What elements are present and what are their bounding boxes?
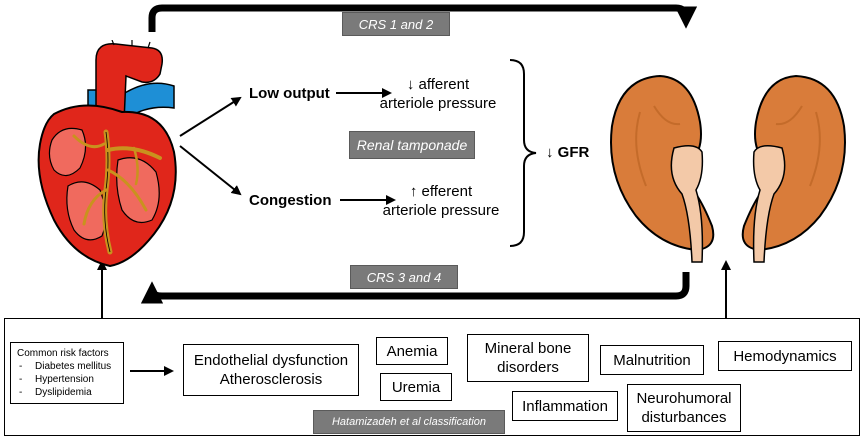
afferent-pressure-line1: ↓ afferent	[406, 76, 470, 93]
efferent-pressure-line1: ↑ efferent	[409, 183, 473, 200]
hemodynamics-box: Hemodynamics	[718, 341, 852, 371]
mineral-bone-box: Mineral bone disorders	[467, 334, 589, 382]
risk-factor-item: Diabetes mellitus	[17, 360, 117, 373]
efferent-pressure-label: ↑ efferent arteriole pressure	[380, 182, 502, 220]
malnutrition-box: Malnutrition	[600, 345, 704, 375]
neurohumoral-box: Neurohumoral disturbances	[627, 384, 741, 432]
risk-factors-list: Diabetes mellitus Hypertension Dyslipide…	[17, 360, 117, 399]
inflammation-box: Inflammation	[512, 391, 618, 421]
endothelial-line2: Atherosclerosis	[219, 371, 323, 388]
low-output-label: Low output	[249, 85, 330, 102]
left-ventricle-shape	[116, 157, 160, 223]
risk-factors-title: Common risk factors	[17, 348, 109, 359]
renal-tamponade-tag: Renal tamponade	[349, 131, 475, 159]
gfr-label: ↓ GFR	[546, 144, 590, 161]
top-loop-arrow	[148, 4, 698, 32]
neurohumoral-line2: disturbances	[641, 409, 727, 426]
bottom-loop-arrow	[140, 272, 690, 304]
uremia-box: Uremia	[380, 373, 452, 401]
mineral-line2: disorders	[497, 359, 559, 376]
crs-1-2-tag: CRS 1 and 2	[342, 12, 450, 36]
kidneys-illustration-icon	[610, 74, 846, 263]
classification-tag: Hatamizadeh et al classification	[313, 410, 505, 434]
right-atrium-shape	[48, 127, 87, 177]
aorta-shape	[95, 43, 164, 124]
congestion-label: Congestion	[249, 192, 332, 209]
heart-illustration-icon	[37, 40, 177, 268]
risk-factor-item: Hypertension	[17, 373, 117, 386]
left-renal-pelvis-shape	[670, 145, 704, 263]
afferent-pressure-label: ↓ afferent arteriole pressure	[378, 75, 498, 113]
heart-to-low-output-arrow	[179, 96, 242, 137]
endothelial-box: Endothelial dysfunction Atherosclerosis	[183, 344, 359, 396]
endothelial-line1: Endothelial dysfunction	[193, 352, 349, 369]
right-renal-pelvis-shape	[752, 145, 786, 263]
risk-factors-box: Common risk factors Diabetes mellitus Hy…	[10, 342, 124, 404]
mineral-line1: Mineral bone	[484, 340, 572, 357]
comorbidity-panel	[4, 318, 860, 436]
afferent-pressure-line2: arteriole pressure	[379, 95, 497, 112]
neurohumoral-line1: Neurohumoral	[636, 390, 732, 407]
gfr-brace	[509, 59, 537, 247]
anemia-box: Anemia	[376, 337, 448, 365]
efferent-pressure-line2: arteriole pressure	[382, 202, 500, 219]
risk-factor-item: Dyslipidemia	[17, 386, 117, 399]
crs-3-4-tag: CRS 3 and 4	[350, 265, 458, 289]
heart-to-congestion-arrow	[179, 145, 242, 196]
